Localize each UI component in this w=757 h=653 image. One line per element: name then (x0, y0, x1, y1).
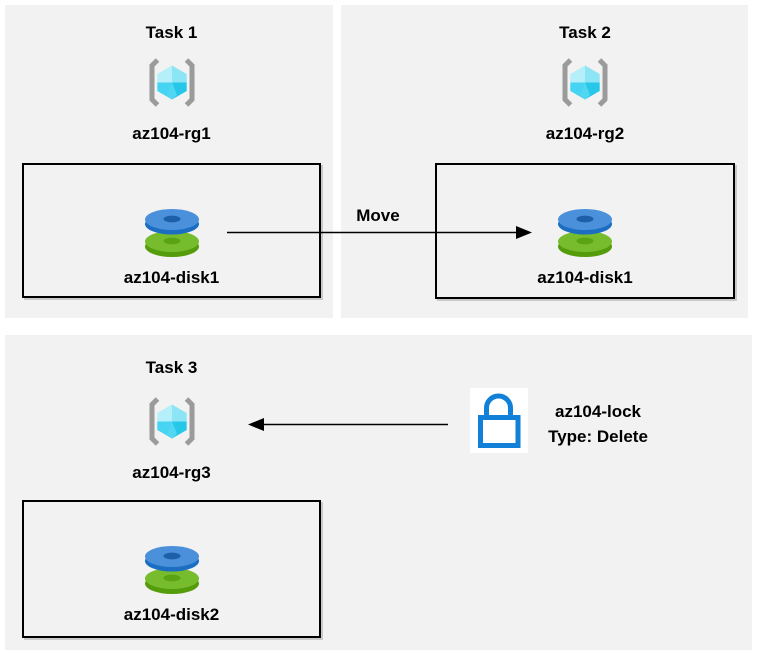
move-arrow-label: Move (356, 206, 400, 225)
disk-label: az104-disk1 (123, 268, 220, 287)
lock-type-label: Type: Delete (548, 427, 648, 446)
resource-group-label: az104-rg2 (545, 124, 625, 143)
resource-group-label: az104-rg3 (132, 463, 211, 482)
task1-title: Task 1 (145, 23, 198, 42)
task3-panel: Task 3 az104-rg3 az104-disk2 (5, 335, 752, 650)
resource-group-icon (143, 55, 200, 110)
lock-label-group: az104-lock Type: Delete (531, 399, 665, 449)
resource-group-icon (557, 55, 614, 110)
disk-icon (144, 546, 199, 594)
disk-label: az104-disk2 (123, 605, 220, 624)
task2-disk-box: az104-disk1 (435, 163, 735, 299)
task1-content: Task 1 az104-rg1 az104-disk1 (22, 5, 321, 318)
disk-label: az104-disk1 (537, 268, 633, 287)
task2-title: Task 2 (559, 23, 611, 42)
task1-panel: Task 1 az104-rg1 az104-disk1 (5, 5, 333, 318)
task2-content: Task 2 az104-rg2 az104-disk1 (435, 5, 735, 318)
task3-disk-box: az104-disk2 (22, 500, 321, 638)
task3-content: Task 3 az104-rg3 az104-disk2 (22, 335, 321, 650)
disk-icon (558, 209, 612, 257)
lock-icon (470, 388, 528, 453)
task3-title: Task 3 (145, 358, 198, 377)
resource-group-icon (143, 394, 200, 449)
resource-group-label: az104-rg1 (132, 124, 211, 143)
lock-name-label: az104-lock (555, 402, 641, 421)
disk-icon (144, 209, 199, 257)
task2-panel: Task 2 az104-rg2 az104-disk1 (341, 5, 748, 318)
task1-disk-box: az104-disk1 (22, 163, 321, 298)
